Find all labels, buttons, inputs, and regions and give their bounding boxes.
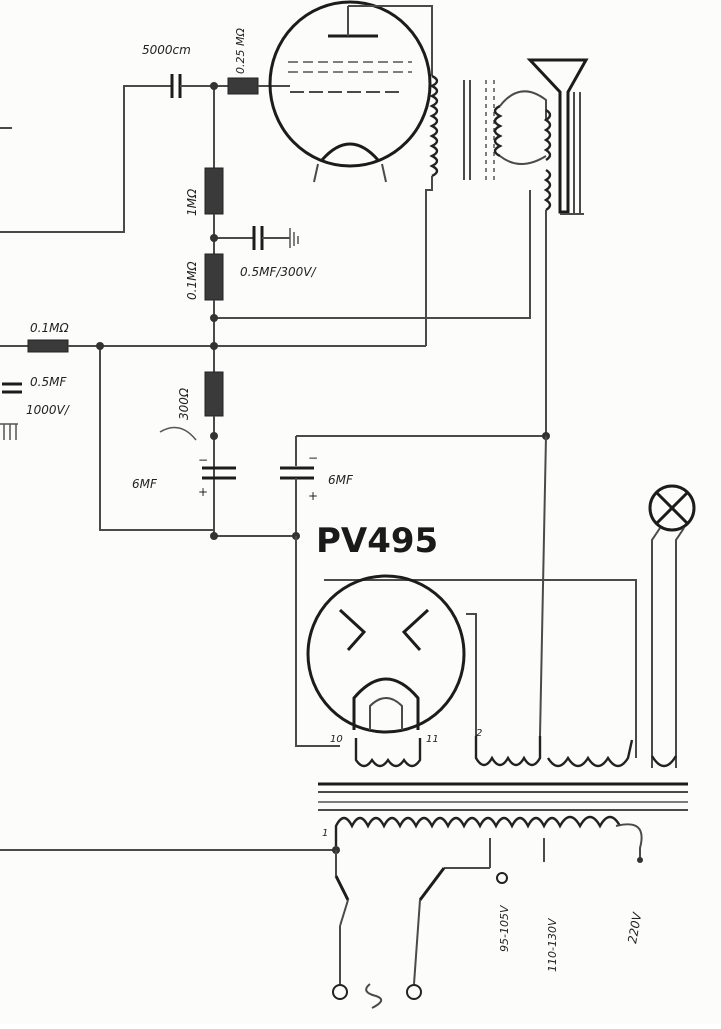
power-transformer-core	[318, 782, 688, 811]
rectifier-tube	[306, 574, 466, 734]
rect-pin-right: 11	[426, 734, 439, 745]
output-transformer-primary	[425, 74, 439, 346]
mains-voltage-label: 220V	[625, 911, 644, 945]
input-wire	[0, 85, 162, 233]
svg-text:−: −	[198, 453, 208, 467]
tap-voltage-2: 110-130V	[546, 917, 559, 972]
feed-resistor-label: 0.1MΩ	[30, 321, 69, 335]
xfmr-pin-1: 1	[322, 828, 328, 839]
left-capacitor	[0, 382, 22, 440]
loudspeaker	[526, 58, 589, 215]
plate-lead	[348, 5, 433, 76]
cathode-ground-hatch	[159, 426, 197, 441]
plate-resistor-label: 1MΩ	[185, 188, 199, 216]
left-cap-voltage-label: 1000V/	[26, 403, 71, 417]
filter-cap-1-label: 6MF	[132, 477, 158, 491]
mains-switch	[334, 850, 350, 984]
coupling-cap-label: 5000cm	[142, 43, 191, 57]
coupling-capacitor	[162, 74, 214, 98]
left-branch-wire	[99, 346, 214, 531]
primary-winding	[334, 815, 622, 846]
left-cap-label: 0.5MF	[30, 375, 67, 389]
pilot-lamp	[648, 484, 696, 768]
rect-pin-left: 10	[330, 734, 343, 745]
rectifier-heater-winding	[354, 738, 422, 768]
decoupling-capacitor	[214, 226, 299, 250]
svg-text:−: −	[308, 451, 318, 465]
junction-nodes	[96, 82, 550, 540]
rectifier-plate-wiring	[295, 536, 637, 758]
screen-resistor-label: 0.1MΩ	[185, 261, 199, 300]
lamp-winding	[546, 739, 634, 768]
voltage-selector-switch	[413, 867, 490, 985]
hv-secondary-winding	[474, 736, 542, 767]
svg-text:+: +	[308, 489, 318, 503]
svg-text:+: +	[198, 485, 208, 499]
feed-line	[0, 339, 426, 353]
mains-plug	[332, 983, 422, 1009]
output-tube	[268, 0, 432, 183]
output-transformer-secondary	[493, 90, 547, 165]
cathode-resistor-label: 300Ω	[177, 387, 191, 420]
output-transformer-core	[463, 80, 495, 180]
filter-capacitor-2: − +	[280, 435, 546, 536]
rectifier-tube-label: PV495	[316, 521, 438, 561]
hv-return-wire	[539, 435, 547, 737]
rect-pin-2: 2	[476, 728, 482, 739]
filter-cap-2-label: 6MF	[328, 473, 354, 487]
tap-voltage-1: 95-105V	[498, 904, 511, 952]
primary-220-tap	[615, 823, 643, 860]
grid-resistor-label: 0.25 MΩ	[234, 28, 247, 74]
voltage-taps	[489, 838, 545, 884]
filter-capacitor-1: − +	[198, 453, 236, 499]
grid-resistor-horizontal	[214, 77, 290, 95]
speaker-field-coil	[216, 168, 552, 436]
decoupling-cap-label: 0.5MF/300V/	[240, 265, 317, 279]
